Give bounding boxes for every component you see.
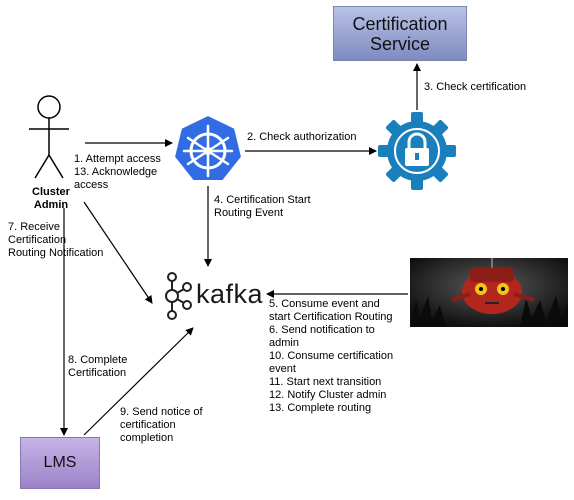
lms-node: LMS [20, 437, 100, 489]
edge-label-check-authorization: 2. Check authorization [247, 131, 357, 143]
routing-step: event [269, 363, 296, 375]
edge-label-start-routing-event: 4. Certification Start Routing Event [214, 194, 311, 219]
routing-step: admin [269, 337, 299, 349]
routing-bot-image [410, 258, 568, 327]
routing-step: start Certification Routing [269, 311, 393, 323]
routing-steps-label: 5. Consume event and start Certification… [269, 298, 393, 415]
edge-label-notice-completion: 9. Send notice of certification completi… [120, 406, 203, 444]
routing-step: 11. Start next transition [269, 376, 382, 388]
certification-service-node: Certification Service [333, 6, 467, 61]
cluster-admin-label: Cluster Admin [32, 186, 70, 211]
edge-label-receive-notification: 7. Receive Certification Routing Notific… [8, 221, 104, 259]
routing-step: 6. Send notification to [269, 324, 375, 336]
routing-step: 10. Consume certification [269, 350, 394, 362]
kubernetes-icon [172, 113, 244, 182]
edge-label-complete-certification: 8. Complete Certification [68, 354, 128, 379]
routing-step: 5. Consume event and [269, 298, 380, 310]
edge-admin-to-kafka [83, 201, 153, 304]
kafka-wordmark: kafka [196, 279, 264, 309]
edge-notice-completion [83, 327, 194, 436]
routing-step: 13. Complete routing [269, 402, 372, 414]
authorization-gear-icon [378, 112, 456, 190]
lms-label: LMS [43, 454, 77, 471]
edge-label-check-certification: 3. Check certification [424, 81, 527, 93]
cluster-admin-actor-icon [29, 95, 69, 179]
edge-label-attempt-access: 1. Attempt access 13. Acknowledge access [74, 153, 161, 191]
certification-service-label: Certification Service [352, 13, 448, 54]
kafka-logo-icon [165, 272, 192, 320]
routing-step: 12. Notify Cluster admin [269, 389, 387, 401]
